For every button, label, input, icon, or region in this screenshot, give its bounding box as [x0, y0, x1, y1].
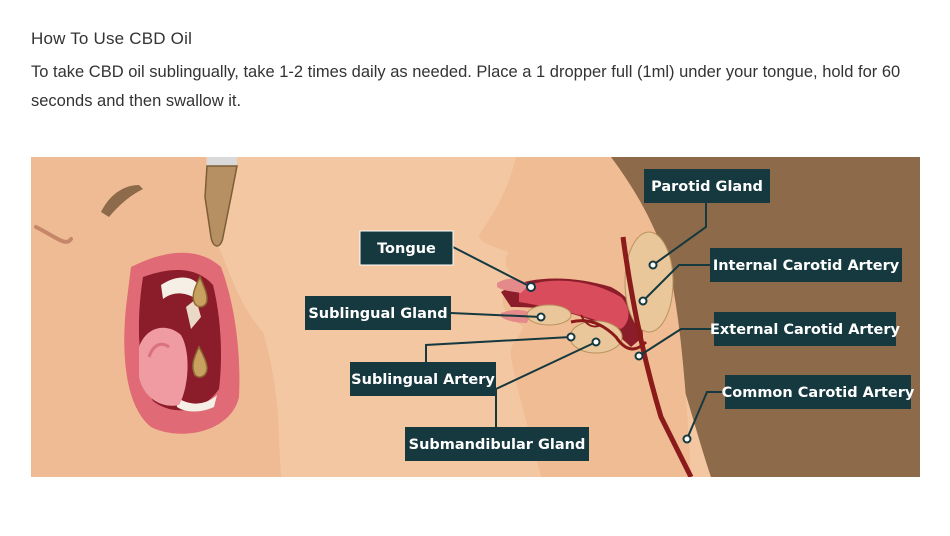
cbd-anatomy-illustration: Tongue Sublingual Gland Sublingual Arter… — [31, 157, 920, 477]
label-external-carotid-artery: External Carotid Artery — [710, 312, 900, 346]
article-paragraph: To take CBD oil sublingually, take 1-2 t… — [31, 58, 931, 116]
label-sublingual-artery: Sublingual Artery — [350, 362, 496, 396]
sublingual-gland-shape — [527, 305, 571, 325]
svg-text:Sublingual Gland: Sublingual Gland — [308, 306, 447, 322]
svg-text:Parotid Gland: Parotid Gland — [651, 179, 763, 195]
label-common-carotid-artery: Common Carotid Artery — [722, 375, 915, 409]
svg-text:Sublingual Artery: Sublingual Artery — [351, 372, 495, 388]
label-sublingual-gland: Sublingual Gland — [305, 296, 451, 330]
label-internal-carotid-artery: Internal Carotid Artery — [710, 248, 902, 282]
svg-text:Submandibular Gland: Submandibular Gland — [409, 437, 586, 453]
label-parotid-gland: Parotid Gland — [644, 169, 770, 203]
svg-text:Internal Carotid Artery: Internal Carotid Artery — [713, 258, 900, 274]
label-submandibular-gland: Submandibular Gland — [405, 427, 589, 461]
svg-text:Tongue: Tongue — [377, 241, 436, 257]
svg-text:External Carotid Artery: External Carotid Artery — [710, 322, 900, 338]
svg-text:Common Carotid Artery: Common Carotid Artery — [722, 385, 915, 401]
article-heading: How To Use CBD Oil — [31, 29, 192, 49]
label-tongue: Tongue — [360, 231, 453, 265]
dropper-cap — [207, 157, 237, 166]
